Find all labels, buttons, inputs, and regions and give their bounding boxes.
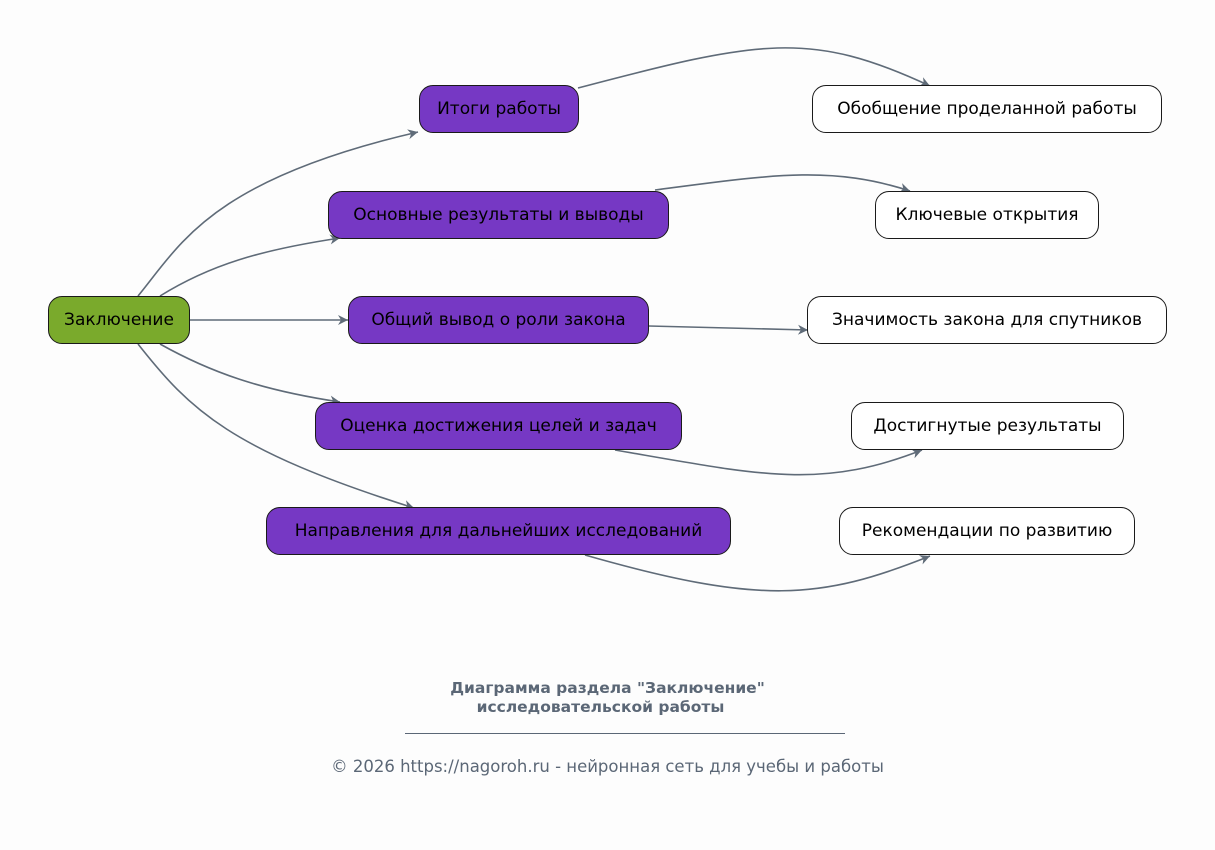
branch-node[interactable]: Общий вывод о роли закона	[348, 296, 649, 344]
edge-branch-3-to-leaf	[648, 324, 809, 335]
branch-node-label: Направления для дальнейших исследований	[294, 521, 703, 541]
leaf-node[interactable]: Ключевые открытия	[875, 191, 1099, 239]
leaf-node[interactable]: Значимость закона для спутников	[807, 296, 1167, 344]
edge-branch-1-to-leaf	[577, 47, 931, 89]
leaf-node-label: Достигнутые результаты	[873, 416, 1102, 436]
leaf-node[interactable]: Достигнутые результаты	[851, 402, 1124, 450]
branch-node-label: Оценка достижения целей и задач	[340, 416, 657, 436]
branch-node[interactable]: Оценка достижения целей и задач	[315, 402, 682, 450]
title-line-1: Диаграмма раздела "Заключение"	[450, 679, 765, 697]
edge-root-to-branch-2	[159, 234, 341, 297]
diagram-title: Диаграмма раздела "Заключение" исследова…	[0, 679, 1215, 717]
branch-node[interactable]: Направления для дальнейших исследований	[266, 507, 731, 555]
edge-branch-4-to-leaf	[614, 448, 923, 476]
edge-root-to-branch-4	[159, 343, 341, 406]
edge-root-to-branch-5	[137, 343, 415, 510]
caption-divider	[405, 733, 845, 734]
edge-branch-2-to-leaf	[654, 174, 911, 193]
branch-node[interactable]: Итоги работы	[419, 85, 579, 133]
branch-node-label: Общий вывод о роли закона	[371, 310, 626, 330]
leaf-node-label: Рекомендации по развитию	[861, 521, 1113, 541]
title-line-2: исследовательской работы	[476, 698, 725, 716]
edge-branch-5-to-leaf	[584, 554, 931, 592]
leaf-node[interactable]: Обобщение проделанной работы	[812, 85, 1162, 133]
branch-node-label: Итоги работы	[437, 99, 561, 119]
leaf-node-label: Значимость закона для спутников	[831, 310, 1142, 330]
root-node[interactable]: Заключение	[48, 296, 190, 344]
branch-node[interactable]: Основные результаты и выводы	[328, 191, 669, 239]
branch-node-label: Основные результаты и выводы	[353, 205, 644, 225]
root-node-label: Заключение	[64, 310, 174, 330]
leaf-node[interactable]: Рекомендации по развитию	[839, 507, 1135, 555]
edge-root-to-branch-1	[137, 129, 419, 297]
footer-text: © 2026 https://nagoroh.ru - нейронная се…	[331, 757, 884, 776]
leaf-node-label: Ключевые открытия	[895, 205, 1079, 225]
leaf-node-label: Обобщение проделанной работы	[837, 99, 1137, 119]
